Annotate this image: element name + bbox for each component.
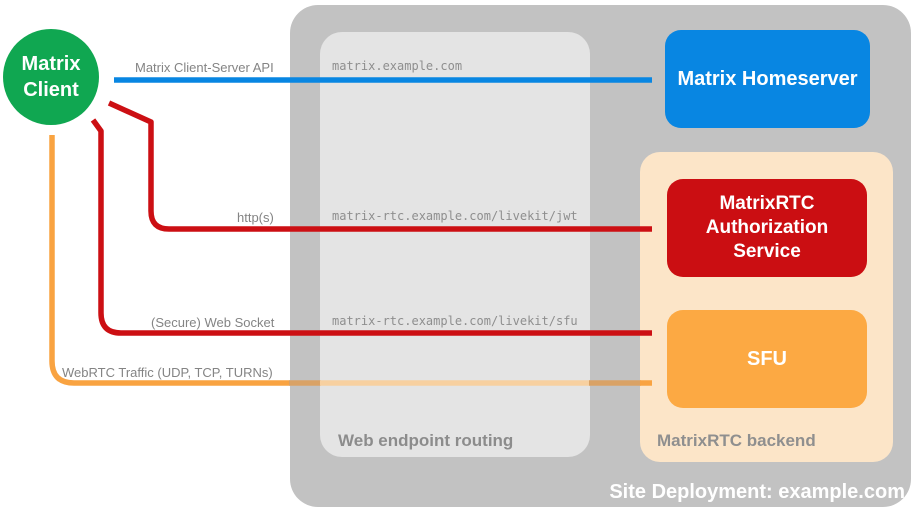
- endpoint-livekit-sfu: matrix-rtc.example.com/livekit/sfu: [332, 314, 578, 328]
- web-endpoint-routing-container: [320, 32, 590, 457]
- matrix-client-node: Matrix Client: [3, 29, 99, 125]
- label-client-server-api: Matrix Client-Server API: [135, 60, 274, 75]
- sfu-node: SFU: [667, 310, 867, 408]
- site-deployment-label: Site Deployment: example.com: [609, 481, 905, 503]
- matrixrtc-authorization-service-node: MatrixRTC Authorization Service: [667, 179, 867, 277]
- matrix-client-label-line1: Matrix: [21, 53, 81, 75]
- sfu-label: SFU: [747, 347, 787, 370]
- label-webrtc-traffic: WebRTC Traffic (UDP, TCP, TURNs): [62, 365, 273, 380]
- matrix-homeserver-label: Matrix Homeserver: [677, 67, 858, 90]
- web-endpoint-routing-label: Web endpoint routing: [338, 431, 514, 450]
- label-secure-web-socket: (Secure) Web Socket: [151, 315, 275, 330]
- matrix-client-label-line2: Client: [23, 79, 79, 101]
- endpoint-matrix-domain: matrix.example.com: [332, 59, 463, 73]
- matrixrtc-backend-label: MatrixRTC backend: [657, 431, 816, 450]
- matrix-homeserver-node: Matrix Homeserver: [665, 30, 870, 128]
- endpoint-livekit-jwt: matrix-rtc.example.com/livekit/jwt: [332, 209, 578, 223]
- matrixrtc-authorization-service-label: MatrixRTC Authorization Service: [705, 193, 829, 262]
- arrow-webrtc-client-segment: [49, 135, 290, 386]
- label-https: http(s): [237, 210, 274, 225]
